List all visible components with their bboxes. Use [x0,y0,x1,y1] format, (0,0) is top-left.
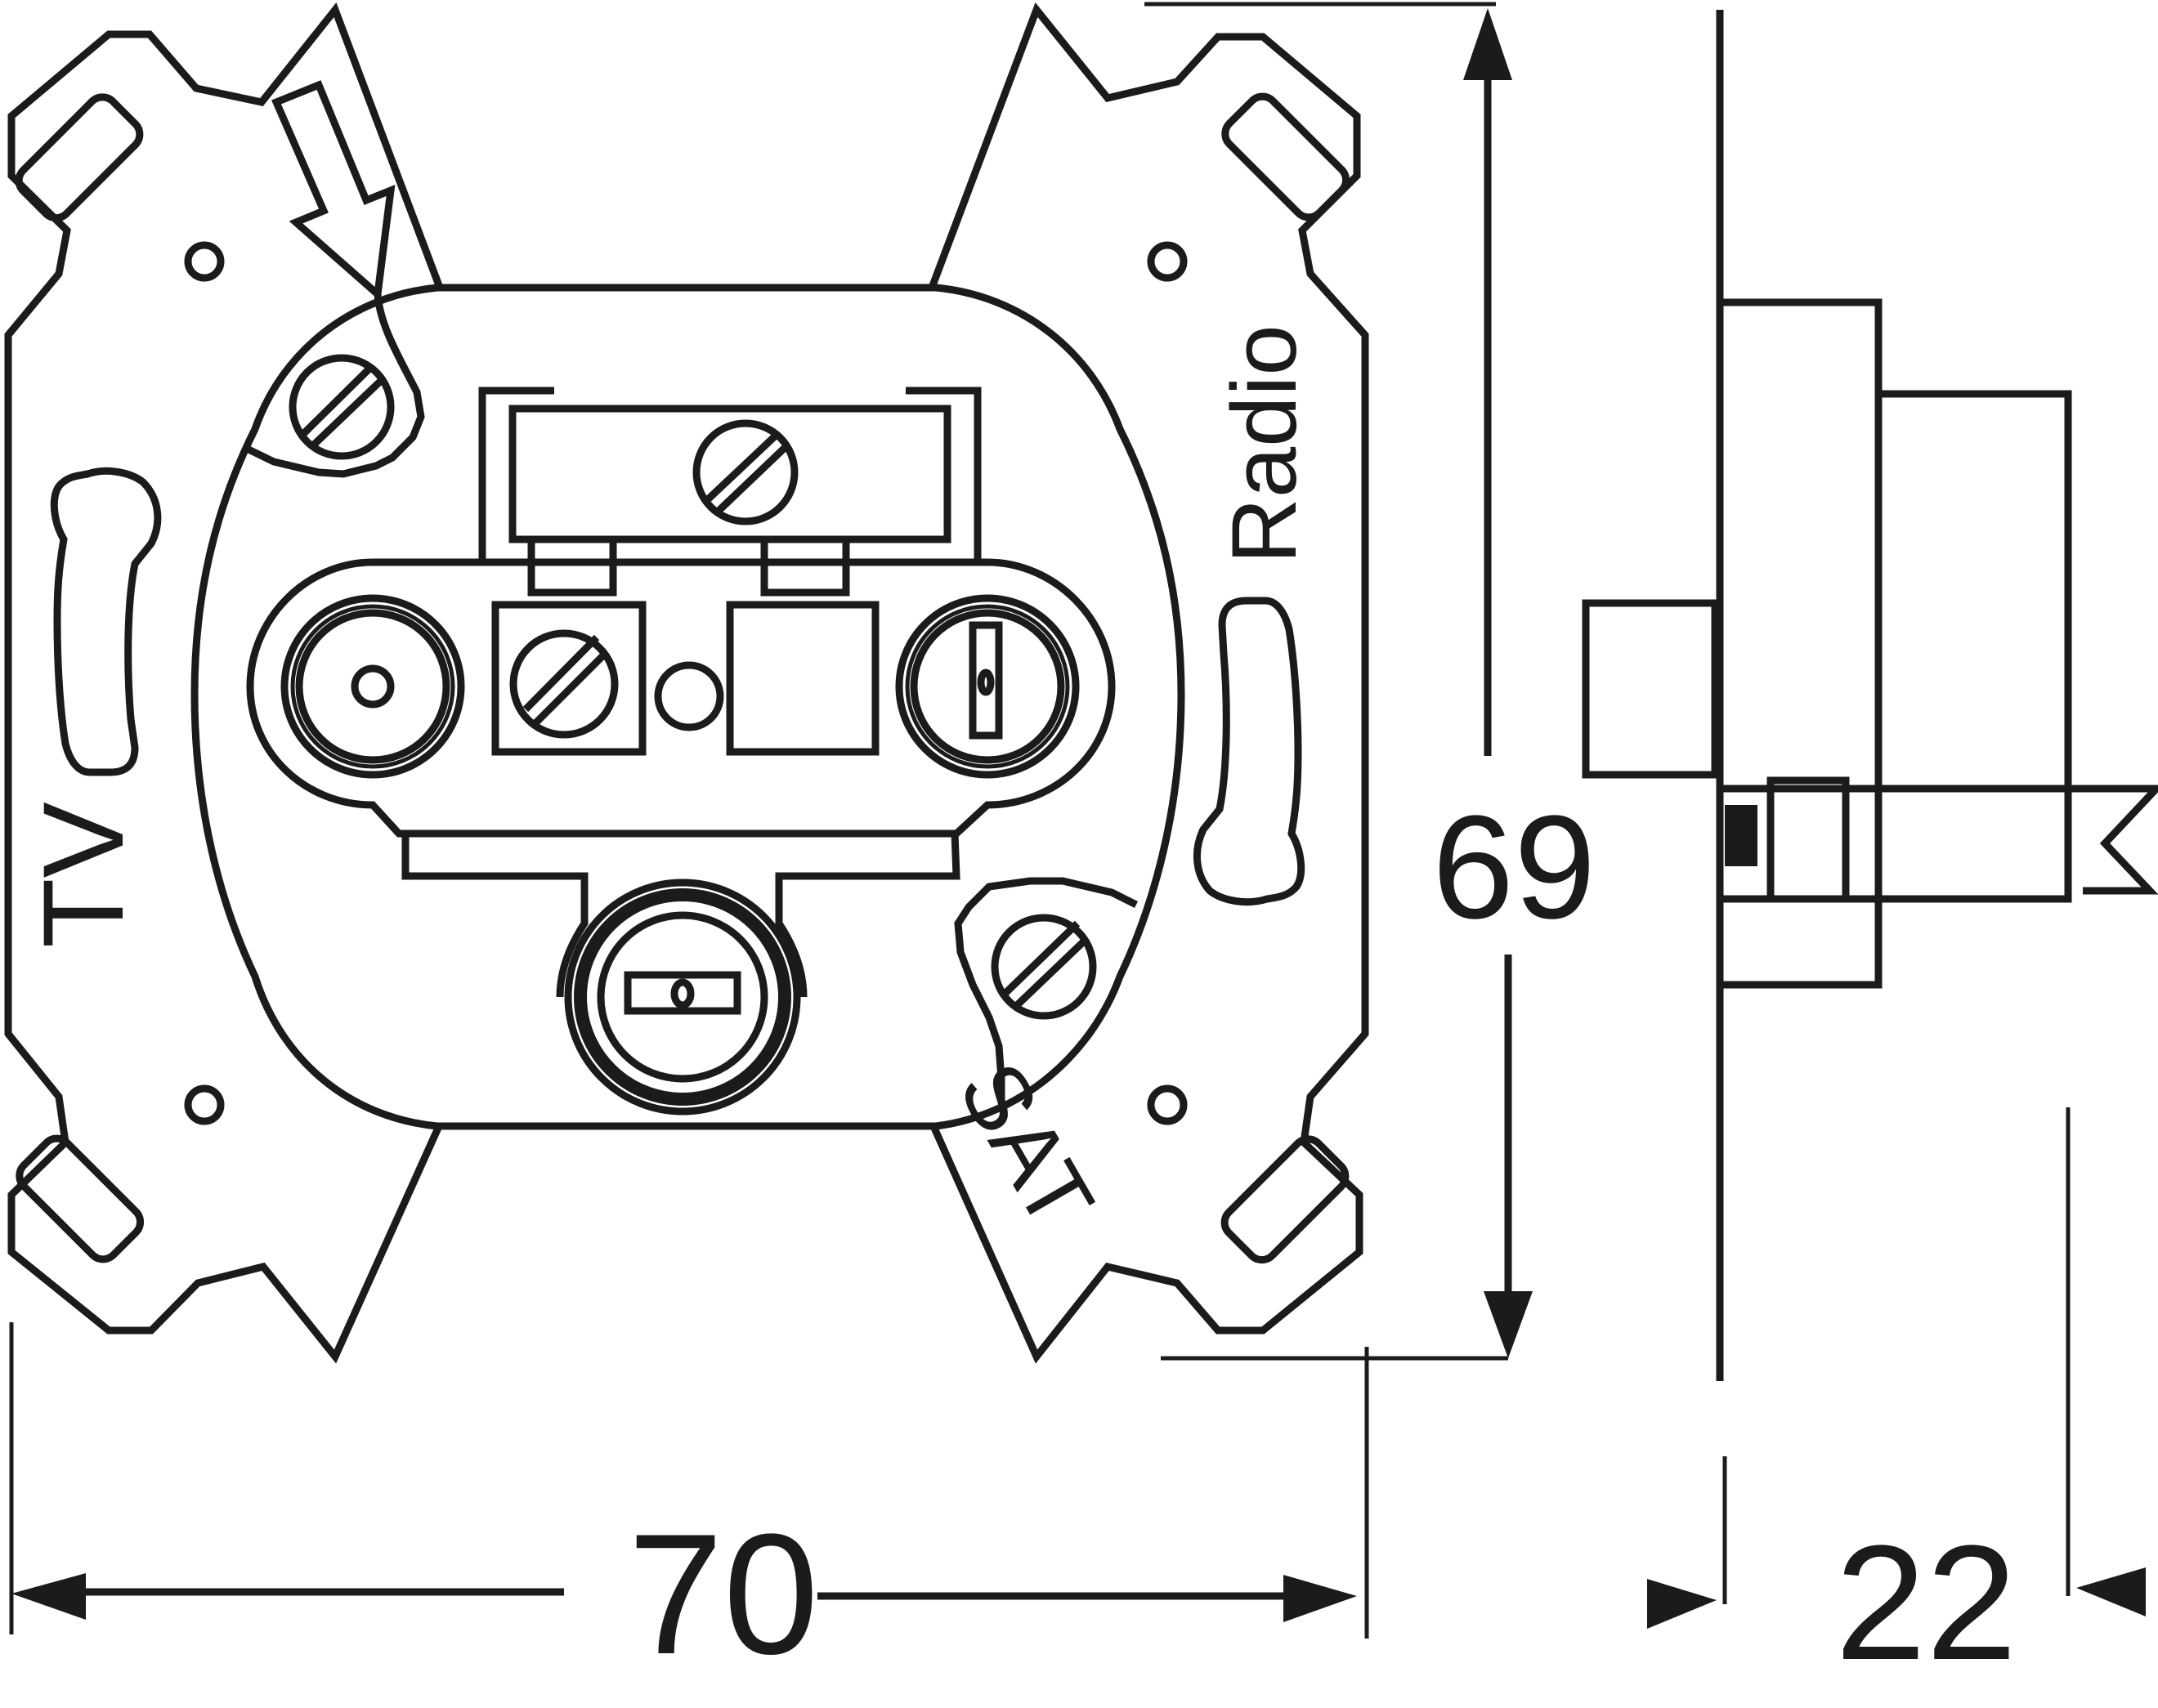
tv-port-outer [280,594,465,779]
sat-bridge [401,833,960,998]
keyhole-slot-right [1193,597,1305,906]
tv-port-inner [295,609,450,764]
front-view: TV Radio SAT [4,2,1369,1364]
terminal-block-right [726,601,880,756]
sat-port-socket [624,971,741,1015]
screw-hole-bl [184,1084,225,1125]
radio-port-outer [895,594,1080,779]
screw-tl-slot [301,363,375,436]
body-section-1 [1716,298,1883,989]
mounting-frame [4,2,1369,1364]
insert-body [190,284,1185,1130]
corner-slot-tr [1221,92,1350,221]
pin-collar [1766,776,1850,903]
screw-br-slot [998,920,1081,1000]
side-view [1582,10,2158,1381]
screw-hole-br [1147,1084,1188,1125]
keyhole-slot-left [50,467,162,776]
screw-hole-tr [1147,241,1188,282]
upper-module [508,405,951,543]
dim-22-arrow-left [1647,1579,1717,1629]
sat-port-outer [564,879,801,1116]
port-housing [246,558,1116,838]
body-section-2 [1874,390,2072,903]
upper-module-frame [478,387,982,562]
tv-label: TV [19,802,147,948]
dim-69-arrow-up [1463,8,1512,80]
screw-center [692,419,799,525]
corner-slot-br [1220,1135,1350,1264]
dim-69-arrow-down [1484,1291,1533,1358]
radio-label: Radio [1213,324,1315,564]
radio-port-socket [969,621,1003,740]
dim-70-arrow-right [1283,1575,1357,1622]
terminal-screw-left [509,629,619,739]
tv-port-pin [351,664,395,709]
sat-label: SAT [939,1046,1113,1245]
sat-port-inner [597,911,768,1083]
screw-ear-br [954,877,1139,1099]
terminal-block-left [491,601,647,756]
indicator-hole [654,661,724,731]
screw-ear-tl [244,293,425,478]
radio-port-inner [910,609,1065,764]
corner-slot-bl [16,1134,145,1263]
sat-port-ring [574,888,791,1106]
dim-70-arrow-left [11,1573,86,1620]
claw-bracket-tl [271,80,396,302]
screw-br [991,914,1097,1020]
radio-port-ring [905,604,1070,769]
dimensions: 69 70 22 [9,2,2146,1694]
dim-70-value: 70 [628,1498,819,1690]
pin-tip [2083,785,2158,895]
dim-22-value: 22 [1835,1512,2017,1694]
dim-69-value: 69 [1432,785,1596,950]
pin-shaft [1842,785,2072,903]
corner-slot-tl [15,93,144,222]
screw-tl [289,354,395,460]
pin-lock [1725,805,1757,866]
screw-hole-tl [184,241,225,282]
connector-pin [1720,785,2158,903]
dim-22-arrow-right [2076,1567,2146,1616]
tv-port-ring [290,604,455,769]
frame-step [1582,599,1719,779]
